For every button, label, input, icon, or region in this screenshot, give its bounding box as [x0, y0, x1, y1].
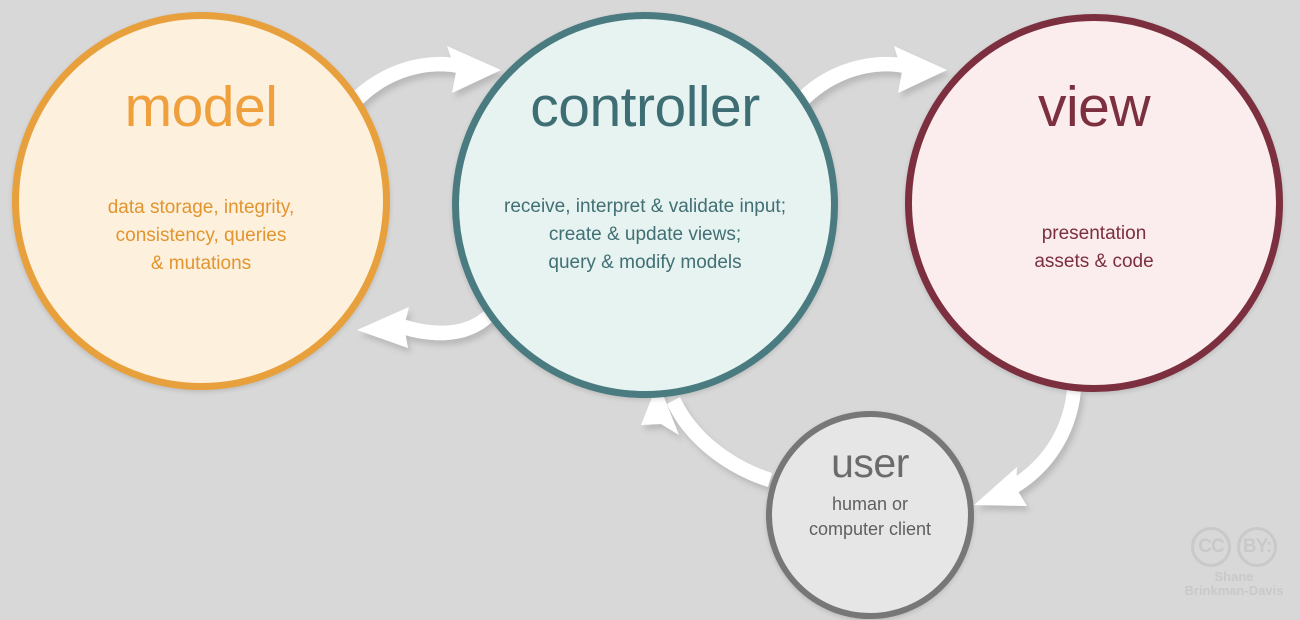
arrow-controller-to-view: [795, 56, 912, 107]
arrow-controller-to-view-head: [894, 46, 947, 93]
cc-marks: CC BY:: [1191, 527, 1277, 567]
node-model-description: data storage, integrity, consistency, qu…: [107, 197, 295, 274]
arrow-view-to-user: [1003, 388, 1081, 497]
arrow-view-to-user-head: [974, 467, 1027, 506]
node-user-title: user: [831, 440, 909, 486]
node-controller-title: controller: [530, 75, 760, 139]
arrow-user-to-controller: [667, 397, 772, 487]
creative-commons-badge[interactable]: CC BY: Shane Brinkman-Davis: [1178, 527, 1290, 611]
node-view-description: presentation assets & code: [1034, 223, 1154, 272]
node-model[interactable]: model data storage, integrity, consisten…: [12, 12, 390, 390]
node-user-description: human or computer client: [808, 494, 932, 539]
node-view-title: view: [1037, 75, 1151, 139]
node-controller[interactable]: controller receive, interpret & validate…: [452, 12, 838, 398]
arrow-controller-to-model: [390, 309, 492, 341]
node-user[interactable]: user human or computer client: [766, 411, 974, 619]
node-controller-description: receive, interpret & validate input; cre…: [504, 196, 786, 273]
author-attribution: Shane Brinkman-Davis: [1184, 569, 1284, 598]
attribution-by-icon: BY:: [1237, 527, 1277, 567]
node-model-title: model: [124, 75, 278, 139]
arrow-model-to-controller: [348, 56, 466, 108]
arrow-controller-to-model-head: [357, 307, 409, 348]
node-view[interactable]: view presentation assets & code: [905, 14, 1283, 392]
creative-commons-icon: CC: [1191, 527, 1231, 567]
